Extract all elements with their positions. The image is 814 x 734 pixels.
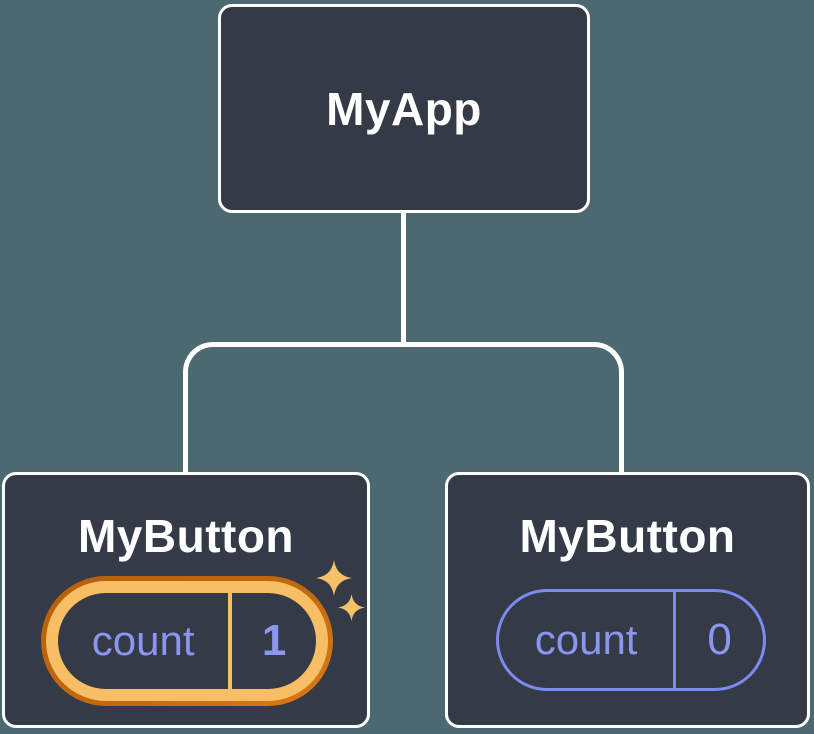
sparkle-icon (316, 560, 352, 596)
sparkle-icon (338, 594, 365, 621)
state-key: count (91, 617, 195, 664)
state-pill-ring: count 1 (46, 581, 328, 701)
node-label: MyButton (519, 510, 736, 562)
tree-node-myapp: MyApp (218, 4, 590, 213)
tree-node-mybutton: MyButton count 0 (445, 472, 810, 728)
node-label: MyButton (77, 510, 295, 562)
tree-node-mybutton-updated: MyButton count 1 (2, 472, 370, 728)
state-pill: count 0 (496, 589, 766, 691)
node-label: MyApp (326, 82, 482, 135)
state-value: 1 (228, 593, 316, 689)
state-value: 0 (673, 592, 763, 688)
connector-stem-line (401, 211, 406, 344)
connector-branch-line (183, 342, 624, 472)
state-key: count (534, 616, 638, 663)
state-pill-highlighted: count 1 (41, 576, 333, 706)
